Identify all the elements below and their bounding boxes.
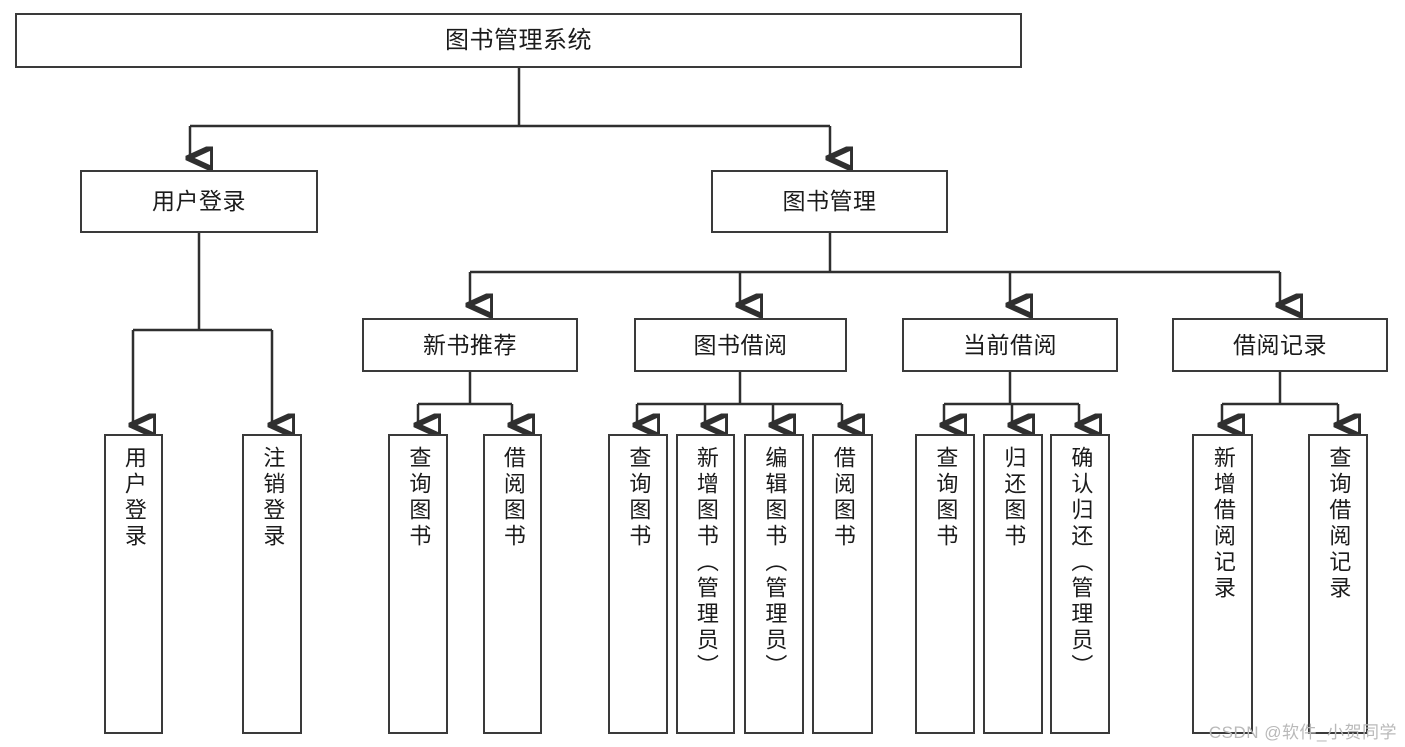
node-book-management[interactable]: 图书管理 bbox=[711, 170, 948, 233]
leaf-query-book-recommend[interactable]: 查询图书 bbox=[388, 434, 448, 734]
node-label: 新增借阅记录 bbox=[1210, 446, 1236, 602]
node-label: 借阅图书 bbox=[830, 446, 856, 550]
leaf-user-login[interactable]: 用户登录 bbox=[104, 434, 163, 734]
leaf-query-borrow-record[interactable]: 查询借阅记录 bbox=[1308, 434, 1368, 734]
node-label: 借阅图书 bbox=[500, 446, 526, 550]
leaf-borrow-book[interactable]: 借阅图书 bbox=[812, 434, 873, 734]
node-label: 查询图书 bbox=[933, 446, 959, 550]
node-current-borrow[interactable]: 当前借阅 bbox=[902, 318, 1118, 372]
node-label: 用户登录 bbox=[152, 188, 246, 214]
node-book-borrow[interactable]: 图书借阅 bbox=[634, 318, 847, 372]
node-label: 查询图书 bbox=[626, 446, 652, 550]
node-label: 归还图书 bbox=[1001, 446, 1027, 550]
node-label: 查询图书 bbox=[406, 446, 432, 550]
leaf-logout[interactable]: 注销登录 bbox=[242, 434, 302, 734]
node-label: 借阅记录 bbox=[1233, 331, 1327, 358]
node-label: 确认归还（管理员） bbox=[1068, 446, 1094, 680]
node-label: 注销登录 bbox=[260, 446, 286, 550]
leaf-edit-book-admin[interactable]: 编辑图书（管理员） bbox=[744, 434, 804, 734]
node-label: 用户登录 bbox=[121, 446, 147, 550]
node-root-system[interactable]: 图书管理系统 bbox=[15, 13, 1022, 68]
node-new-book-recommend[interactable]: 新书推荐 bbox=[362, 318, 578, 372]
node-label: 图书管理系统 bbox=[445, 26, 592, 54]
leaf-add-borrow-record[interactable]: 新增借阅记录 bbox=[1192, 434, 1253, 734]
node-label: 图书借阅 bbox=[693, 331, 788, 358]
node-label: 图书管理 bbox=[782, 188, 877, 214]
leaf-query-book-borrow[interactable]: 查询图书 bbox=[608, 434, 668, 734]
leaf-add-book-admin[interactable]: 新增图书（管理员） bbox=[676, 434, 735, 734]
leaf-query-book-current[interactable]: 查询图书 bbox=[915, 434, 975, 734]
node-label: 查询借阅记录 bbox=[1326, 446, 1352, 602]
node-label: 新书推荐 bbox=[423, 331, 517, 358]
node-user-login[interactable]: 用户登录 bbox=[80, 170, 318, 233]
node-label: 新增图书（管理员） bbox=[693, 446, 719, 680]
node-borrow-record[interactable]: 借阅记录 bbox=[1172, 318, 1388, 372]
leaf-confirm-return-admin[interactable]: 确认归还（管理员） bbox=[1050, 434, 1110, 734]
watermark: CSDN @软件_小贺同学 bbox=[1208, 723, 1397, 742]
leaf-borrow-book-recommend[interactable]: 借阅图书 bbox=[483, 434, 542, 734]
node-label: 当前借阅 bbox=[963, 331, 1057, 358]
node-label: 编辑图书（管理员） bbox=[762, 446, 788, 680]
leaf-return-book[interactable]: 归还图书 bbox=[983, 434, 1043, 734]
